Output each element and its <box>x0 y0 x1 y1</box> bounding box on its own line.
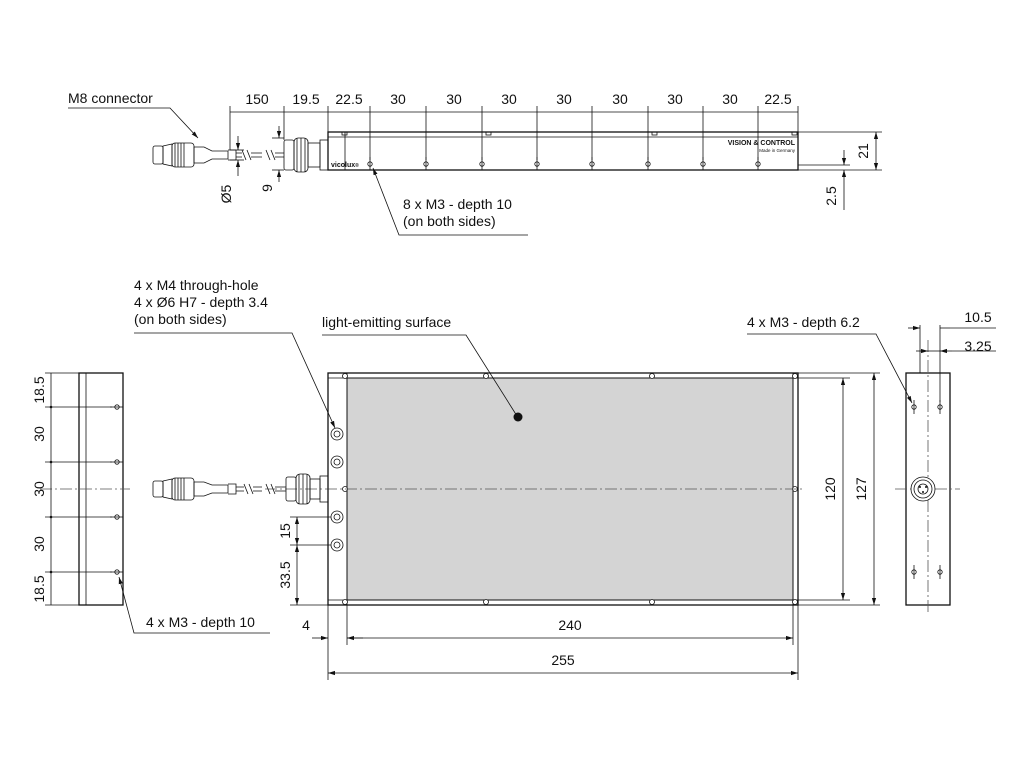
left-side-view: 18.5 30 30 30 18.5 4 x M3 - depth 10 <box>31 372 270 634</box>
dim-150: 150 <box>245 91 269 107</box>
dim-120: 120 <box>822 477 838 501</box>
label-threads-right: 4 x M3 - depth 6.2 <box>747 314 860 330</box>
dim-10-5: 10.5 <box>964 309 991 325</box>
dim-left-30-a: 30 <box>31 426 47 442</box>
dim-2-5: 2.5 <box>823 186 839 206</box>
label-threads-left: 4 x M3 - depth 10 <box>146 614 255 630</box>
dim-4: 4 <box>302 617 310 633</box>
dim-127: 127 <box>853 477 869 501</box>
label-threads-top-2: (on both sides) <box>403 213 496 229</box>
dim-33-5: 33.5 <box>277 561 293 588</box>
left-dimension-chain <box>45 372 112 606</box>
label-through-hole-3: (on both sides) <box>134 311 227 327</box>
dim-left-18-5-top: 18.5 <box>31 376 47 403</box>
dim-left-30-b: 30 <box>31 481 47 497</box>
dim-left-30-c: 30 <box>31 536 47 552</box>
dim-19-5: 19.5 <box>292 91 319 107</box>
edge-screws <box>342 373 798 605</box>
m8-connector-front <box>152 473 329 505</box>
brand-logo: vicolux® <box>331 162 359 169</box>
dim-15: 15 <box>277 523 293 539</box>
front-through-holes <box>330 427 348 552</box>
dim-30-b: 30 <box>446 91 462 107</box>
top-dimension-chain <box>229 106 799 160</box>
top-side-view: vicolux® VISION & CONTROL Made in German… <box>68 90 882 236</box>
dim-22-5-left: 22.5 <box>335 91 362 107</box>
left-thread-holes <box>110 404 123 575</box>
dim-d5: Ø5 <box>218 184 234 203</box>
dim-30-f: 30 <box>667 91 683 107</box>
dim-30-e: 30 <box>612 91 628 107</box>
dim-240: 240 <box>558 617 582 633</box>
right-side-view: 10.5 3.25 4 x M3 - depth 6.2 <box>747 309 996 615</box>
label-m8-connector: M8 connector <box>68 90 153 106</box>
m8-socket <box>910 476 936 502</box>
dim-30-a: 30 <box>390 91 406 107</box>
label-through-hole-2: 4 x Ø6 H7 - depth 3.4 <box>134 294 268 310</box>
label-through-hole-1: 4 x M4 through-hole <box>134 277 259 293</box>
label-emitting-surface: light-emitting surface <box>322 314 451 330</box>
dim-30-g: 30 <box>722 91 738 107</box>
dim-21: 21 <box>855 143 871 159</box>
m8-connector-top <box>152 137 329 173</box>
right-thread-holes <box>911 400 943 579</box>
top-thread-holes <box>367 157 761 170</box>
vision-control-mark: VISION & CONTROL <box>728 140 796 147</box>
dim-255: 255 <box>551 652 575 668</box>
dim-9: 9 <box>259 184 275 192</box>
dim-left-18-5-bottom: 18.5 <box>31 575 47 602</box>
dim-30-c: 30 <box>501 91 517 107</box>
made-in-mark: Made in Germany <box>759 148 796 153</box>
bar-body-top <box>327 131 799 171</box>
dim-3-25: 3.25 <box>964 338 991 354</box>
front-view: 240 255 4 120 127 15 33.5 4 x M4 through… <box>134 277 880 680</box>
label-threads-top-1: 8 x M3 - depth 10 <box>403 196 512 212</box>
dim-30-d: 30 <box>556 91 572 107</box>
dim-22-5-right: 22.5 <box>764 91 791 107</box>
